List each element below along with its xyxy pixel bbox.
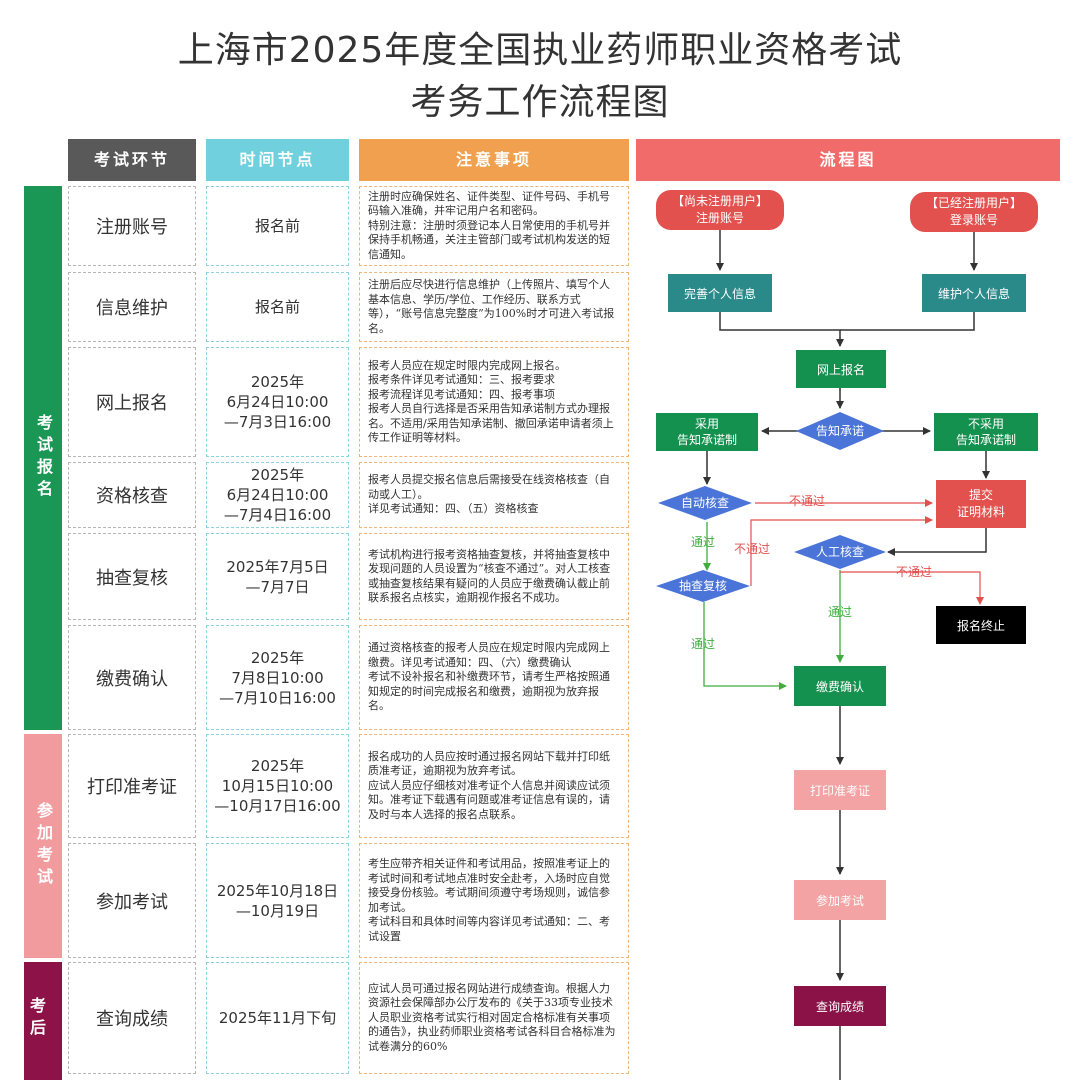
node-online-signup: 网上报名 xyxy=(796,350,886,388)
node-commitment-decision: 告知承诺 xyxy=(796,412,884,450)
time-info-maintenance: 报名前 xyxy=(206,272,349,342)
time-take-exam: 2025年10月18日 —10月19日 xyxy=(206,843,349,958)
node-adopt-line1: 采用 xyxy=(695,417,719,431)
node-not-adopt-line1: 不采用 xyxy=(968,417,1004,431)
node-complete-info: 完善个人信息 xyxy=(668,274,772,312)
edge-spotcheck-pass xyxy=(703,602,787,690)
node-online-signup-text: 网上报名 xyxy=(817,362,865,377)
time-payment-confirm: 2025年 7月8日10:00 —7月10日16:00 xyxy=(206,625,349,730)
time-column-header: 时间节点 xyxy=(206,139,349,181)
node-submit-proof: 提交 证明材料 xyxy=(936,480,1026,528)
note-online-signup: 报考人员应在规定时限内完成网上报名。 报考条件详见考试通知：三、报考要求 报考流… xyxy=(359,347,629,457)
node-adopt-line2: 告知承诺制 xyxy=(677,433,737,447)
label-manual-check-pass: 通过 xyxy=(828,605,852,619)
note-spot-review: 考试机构进行报考资格抽查复核，并将抽查复核中发现问题的人员设置为“核查不通过”。… xyxy=(359,533,629,620)
page-title-line2: 考务工作流程图 xyxy=(410,82,670,123)
stage-column-header: 考试环节 xyxy=(68,139,196,181)
node-signup-terminated: 报名终止 xyxy=(936,606,1026,644)
edge-maintain-to-signup xyxy=(840,312,975,331)
time-print-ticket: 2025年 10月15日10:00 —10月17日16:00 xyxy=(206,734,349,838)
time-spot-review: 2025年7月5日 —7月7日 xyxy=(206,533,349,620)
node-login-tag-text: 【已经注册用户】 xyxy=(926,195,1022,210)
node-register-action-text: 注册账号 xyxy=(696,210,744,225)
note-take-exam: 考生应带齐相关证件和考试用品，按照准考证上的考试时间和考试地点准时安全赴考，入场… xyxy=(359,843,629,958)
edge-submit-to-manualcheck xyxy=(887,528,987,556)
node-spot-check: 抽查复核 xyxy=(656,570,750,602)
node-take-exam-text: 参加考试 xyxy=(816,893,864,908)
note-print-ticket: 报名成功的人员应按时通过报名网站下载并打印纸质准考证，逾期视为放弃考试。 应试人… xyxy=(359,734,629,838)
time-online-signup: 2025年 6月24日10:00 —7月3日16:00 xyxy=(206,347,349,457)
stage-payment-confirm: 缴费确认 xyxy=(68,625,196,730)
node-login-action-text: 登录账号 xyxy=(950,212,998,227)
node-pay-confirm: 缴费确认 xyxy=(794,666,886,706)
node-complete-info-text: 完善个人信息 xyxy=(684,286,756,301)
node-login-account: 【已经注册用户】 登录账号 xyxy=(910,192,1038,232)
stage-register-account: 注册账号 xyxy=(68,186,196,266)
note-info-maintenance: 注册后应尽快进行信息维护（上传照片、填写个人基本信息、学历/学位、工作经历、联系… xyxy=(359,272,629,342)
node-auto-check: 自动核查 xyxy=(658,486,752,520)
node-take-exam: 参加考试 xyxy=(794,880,886,920)
node-submit-line2: 证明材料 xyxy=(957,505,1005,519)
label-spot-check-pass: 通过 xyxy=(691,637,715,651)
node-not-adopt-line2: 告知承诺制 xyxy=(956,433,1016,447)
node-print-ticket-text: 打印准考证 xyxy=(810,784,870,798)
node-query-score: 查询成绩 xyxy=(794,986,886,1026)
label-manual-check-fail: 不通过 xyxy=(896,565,932,579)
node-auto-check-text: 自动核查 xyxy=(681,496,729,510)
node-register-account: 【尚未注册用户】 注册账号 xyxy=(656,190,784,230)
node-print-ticket: 打印准考证 xyxy=(794,770,886,810)
stage-print-ticket: 打印准考证 xyxy=(68,734,196,838)
note-register-account: 注册时应确保姓名、证件类型、证件号码、手机号码输入准确，并牢记用户名和密码。 特… xyxy=(359,186,629,266)
node-register-tag-text: 【尚未注册用户】 xyxy=(672,193,768,208)
node-spot-check-text: 抽查复核 xyxy=(679,579,727,593)
page-title-line1: 上海市2025年度全国执业药师职业资格考试 xyxy=(177,30,903,71)
note-payment-confirm: 通过资格核查的报考人员应在规定时限内完成网上缴费。详见考试通知：四、（六）缴费确… xyxy=(359,625,629,730)
node-commitment-text: 告知承诺 xyxy=(816,424,864,438)
node-maintain-info: 维护个人信息 xyxy=(922,274,1026,312)
node-terminated-text: 报名终止 xyxy=(957,618,1005,633)
node-manual-check: 人工核查 xyxy=(794,535,886,569)
flow-column-header: 流程图 xyxy=(636,139,1060,181)
edge-spotcheck-fail xyxy=(750,516,933,586)
time-query-score: 2025年11月下旬 xyxy=(206,962,349,1074)
edge-complete-to-signup xyxy=(719,312,844,347)
node-query-score-text: 查询成绩 xyxy=(816,1000,864,1014)
stage-take-exam: 参加考试 xyxy=(68,843,196,958)
phase-after-exam: 考后 xyxy=(24,962,62,1080)
node-manual-check-text: 人工核查 xyxy=(816,545,864,559)
edge-manualcheck-fail xyxy=(840,571,984,605)
node-submit-line1: 提交 xyxy=(969,487,993,502)
label-spot-check-fail: 不通过 xyxy=(734,542,770,556)
stage-query-score: 查询成绩 xyxy=(68,962,196,1074)
label-auto-check-pass: 通过 xyxy=(691,535,715,549)
note-qualification-check: 报考人员提交报名信息后需接受在线资格核查（自动或人工）。 详见考试通知：四、（五… xyxy=(359,462,629,528)
time-qualification-check: 2025年 6月24日10:00 —7月4日16:00 xyxy=(206,462,349,528)
node-maintain-info-text: 维护个人信息 xyxy=(938,286,1010,301)
node-pay-confirm-text: 缴费确认 xyxy=(816,679,864,694)
note-query-score: 应试人员可通过报名网站进行成绩查询。根据人力资源社会保障部办公厅发布的《关于33… xyxy=(359,962,629,1074)
node-not-adopt-commitment: 不采用 告知承诺制 xyxy=(934,413,1038,451)
notes-column-header: 注意事项 xyxy=(359,139,629,181)
stage-online-signup: 网上报名 xyxy=(68,347,196,457)
time-register-account: 报名前 xyxy=(206,186,349,266)
node-adopt-commitment: 采用 告知承诺制 xyxy=(656,413,758,451)
stage-spot-review: 抽查复核 xyxy=(68,533,196,620)
stage-qualification-check: 资格核查 xyxy=(68,462,196,528)
phase-exam: 参加考试 xyxy=(24,734,62,958)
stage-info-maintenance: 信息维护 xyxy=(68,272,196,342)
label-auto-check-fail: 不通过 xyxy=(789,494,825,508)
phase-registration: 考试报名 xyxy=(24,186,62,730)
